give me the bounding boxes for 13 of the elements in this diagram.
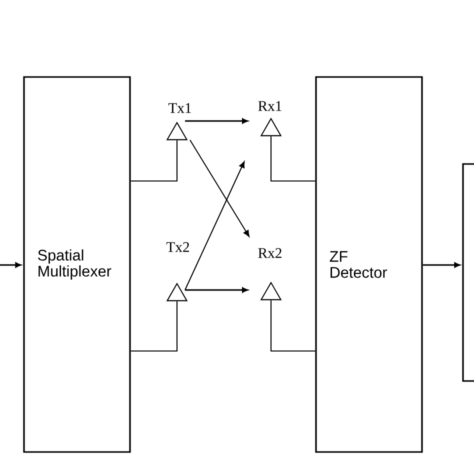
antenna-label: Tx2 xyxy=(166,242,189,252)
box xyxy=(462,163,474,382)
arrow xyxy=(190,140,250,237)
process-box: ZF Detector xyxy=(315,76,423,453)
process-box: Spatial Multiplexer xyxy=(23,76,131,453)
antenna-label: Rx1 xyxy=(258,101,282,111)
arrow xyxy=(422,262,460,268)
arrow xyxy=(0,262,21,268)
arrow xyxy=(185,287,248,293)
arrow xyxy=(184,161,245,290)
arrow xyxy=(185,118,248,124)
antenna-label: Rx2 xyxy=(258,248,282,258)
antenna-label: Tx1 xyxy=(168,103,191,113)
